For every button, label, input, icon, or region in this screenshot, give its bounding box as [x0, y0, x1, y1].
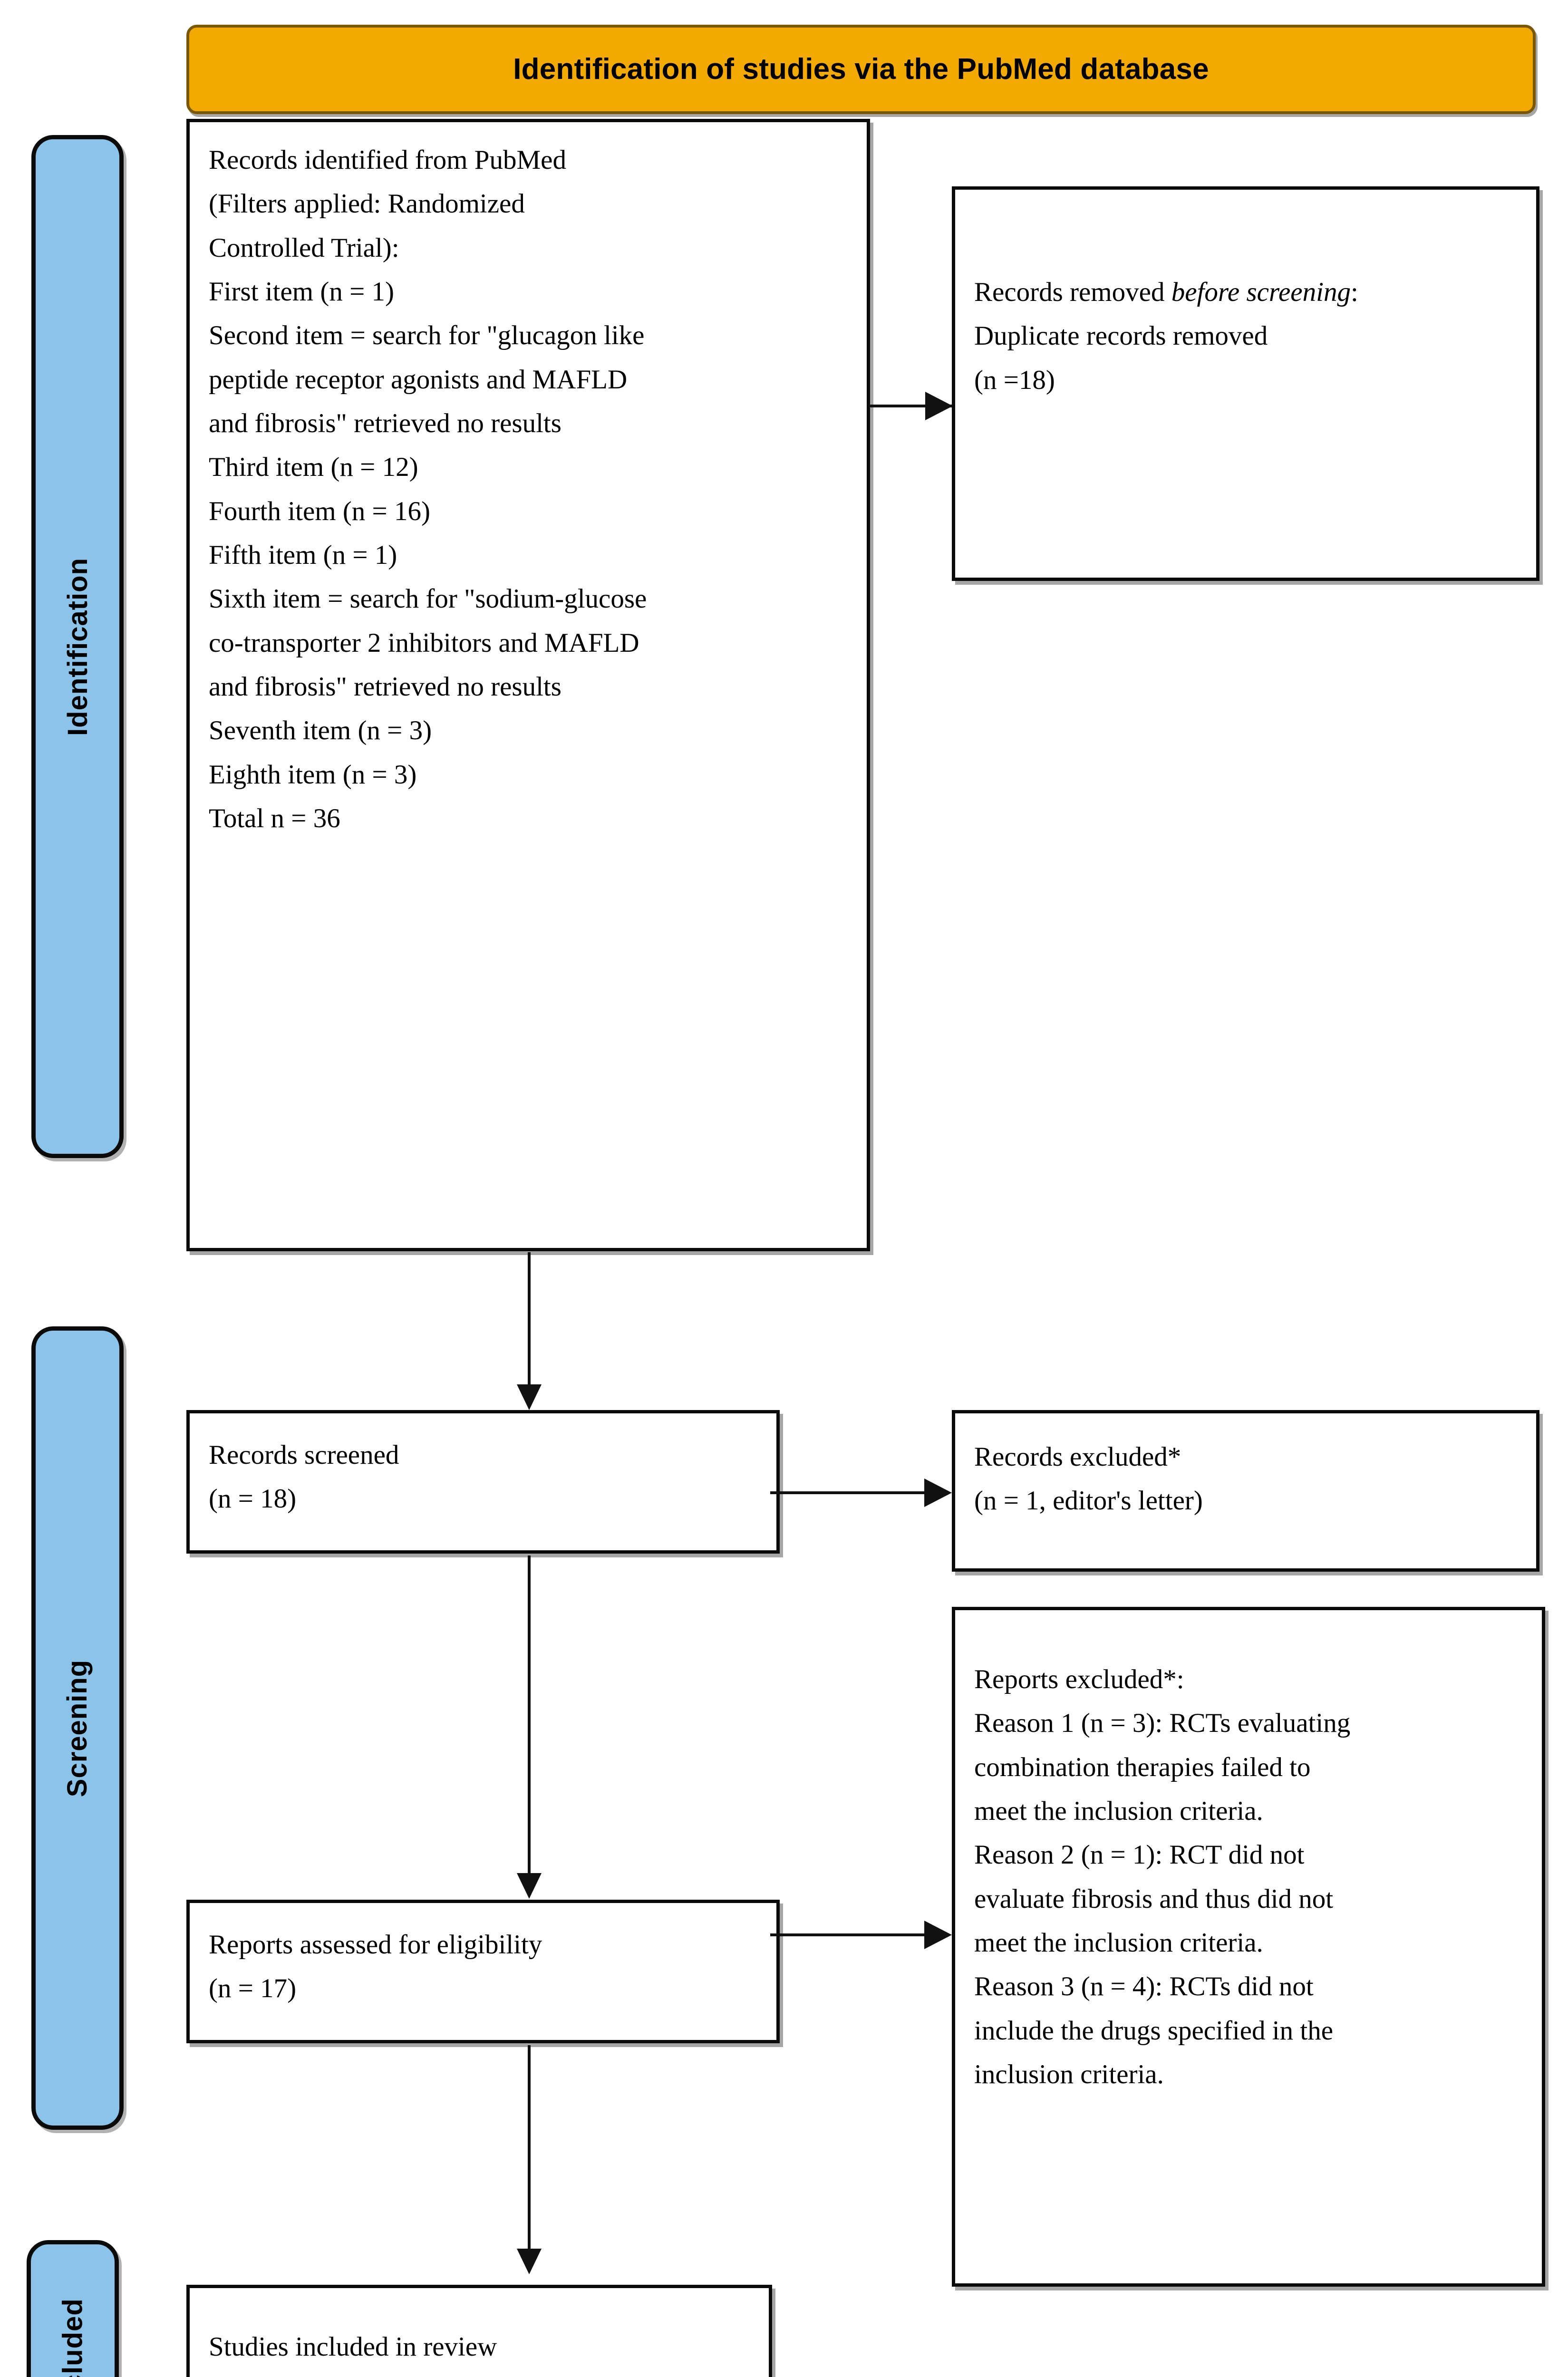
header-banner: Identification of studies via the PubMed… [186, 25, 1536, 114]
stage-label-included: Included [57, 2298, 88, 2377]
removed-line-1-prefix: Records removed [974, 277, 1171, 307]
removed-line-3: (n =18) [974, 365, 1055, 395]
reason-3-line-3: inclusion criteria. [974, 2059, 1164, 2089]
connector-screened-to-assessed [528, 1556, 531, 1879]
reason-1-line-2: combination therapies failed to [974, 1752, 1311, 1782]
box-reports-excluded-content: Reports excluded*: Reason 1 (n = 3): RCT… [955, 1610, 1542, 2106]
stage-bar-included: Included [27, 2240, 119, 2377]
box-records-removed-before-screening: Records removed before screening: Duplic… [952, 186, 1539, 581]
connector-assessed-to-reports-excluded [770, 1933, 927, 1936]
reason-2-line-1: Reason 2 (n = 1): RCT did not [974, 1840, 1305, 1870]
identified-line-13: and fibrosis" retrieved no results [209, 671, 561, 702]
included-line-1: Studies included in review [209, 2332, 497, 2362]
identified-line-5: Second item = search for "glucagon like [209, 320, 645, 351]
reason-1-line-1: Reason 1 (n = 3): RCTs evaluating [974, 1708, 1351, 1739]
box-records-excluded-content: Records excluded* (n = 1, editor's lette… [955, 1413, 1536, 1533]
identified-line-11: Sixth item = search for "sodium-glucose [209, 584, 647, 614]
reason-3-line-2: include the drugs specified in the [974, 2015, 1334, 2046]
box-reports-excluded: Reports excluded*: Reason 1 (n = 3): RCT… [952, 1607, 1545, 2287]
identified-line-4: First item (n = 1) [209, 276, 394, 307]
arrowhead-identified-to-removed [925, 392, 953, 420]
identified-line-9: Fourth item (n = 16) [209, 496, 430, 526]
identified-line-7: and fibrosis" retrieved no results [209, 408, 561, 438]
reason-3-line-1: Reason 3 (n = 4): RCTs did not [974, 1971, 1314, 2002]
box-reports-assessed: Reports assessed for eligibility (n = 17… [186, 1900, 780, 2043]
records-excluded-line-1: Records excluded* [974, 1442, 1181, 1472]
arrowhead-identified-to-screened [517, 1384, 542, 1410]
arrowhead-assessed-to-reports-excluded [924, 1921, 952, 1949]
reason-1-line-3: meet the inclusion criteria. [974, 1796, 1263, 1826]
identified-line-15: Eighth item (n = 3) [209, 759, 417, 790]
identified-line-8: Third item (n = 12) [209, 452, 418, 483]
box-studies-included: Studies included in review (n = 9) [186, 2285, 772, 2377]
assessed-line-1: Reports assessed for eligibility [209, 1930, 542, 1960]
reason-2-line-2: evaluate fibrosis and thus did not [974, 1884, 1334, 1914]
connector-screened-to-excluded [770, 1491, 927, 1494]
connector-assessed-to-included [528, 2045, 531, 2254]
removed-line-1: Records removed before screening: [974, 271, 1517, 314]
records-excluded-line-2: (n = 1, editor's letter) [974, 1486, 1203, 1516]
assessed-line-2: (n = 17) [209, 1973, 297, 2004]
screened-line-1: Records screened [209, 1440, 399, 1470]
reports-excluded-heading: Reports excluded*: [974, 1664, 1184, 1694]
identified-line-6: peptide receptor agonists and MAFLD [209, 364, 628, 395]
stage-bar-identification: Identification [31, 135, 124, 1158]
identified-line-3: Controlled Trial): [209, 232, 399, 263]
removed-line-1-italic: before screening [1171, 277, 1351, 307]
connector-identified-to-screened [528, 1252, 531, 1390]
box-records-screened: Records screened (n = 18) [186, 1410, 780, 1554]
identified-line-2: (Filters applied: Randomized [209, 189, 525, 219]
box-records-identified: Records identified from PubMed (Filters … [186, 119, 870, 1251]
stage-label-screening: Screening [62, 1659, 93, 1797]
removed-line-2: Duplicate records removed [974, 321, 1268, 351]
stage-label-identification: Identification [62, 557, 93, 736]
identified-line-1: Records identified from PubMed [209, 145, 566, 175]
stage-bar-screening: Screening [31, 1326, 124, 2130]
connector-identified-to-removed [870, 405, 979, 407]
arrowhead-screened-to-excluded [924, 1478, 952, 1507]
box-studies-included-content: Studies included in review (n = 9) [190, 2288, 769, 2377]
box-reports-assessed-content: Reports assessed for eligibility (n = 17… [190, 1903, 776, 2020]
screened-line-2: (n = 18) [209, 1484, 297, 1514]
reason-2-line-3: meet the inclusion criteria. [974, 1927, 1263, 1958]
identified-line-12: co-transporter 2 inhibitors and MAFLD [209, 628, 639, 658]
arrowhead-screened-to-assessed [517, 1873, 542, 1899]
arrowhead-assessed-to-included [517, 2249, 542, 2274]
header-banner-title: Identification of studies via the PubMed… [513, 53, 1209, 86]
included-line-2: (n = 9) [209, 2369, 750, 2377]
box-records-excluded: Records excluded* (n = 1, editor's lette… [952, 1410, 1539, 1572]
identified-line-10: Fifth item (n = 1) [209, 540, 397, 570]
box-records-removed-content: Records removed before screening: Duplic… [955, 190, 1536, 412]
identified-line-16: Total n = 36 [209, 803, 340, 833]
identified-line-14: Seventh item (n = 3) [209, 715, 432, 746]
removed-line-1-suffix: : [1350, 277, 1358, 307]
box-records-screened-content: Records screened (n = 18) [190, 1413, 776, 1531]
box-records-identified-content: Records identified from PubMed (Filters … [190, 122, 867, 850]
